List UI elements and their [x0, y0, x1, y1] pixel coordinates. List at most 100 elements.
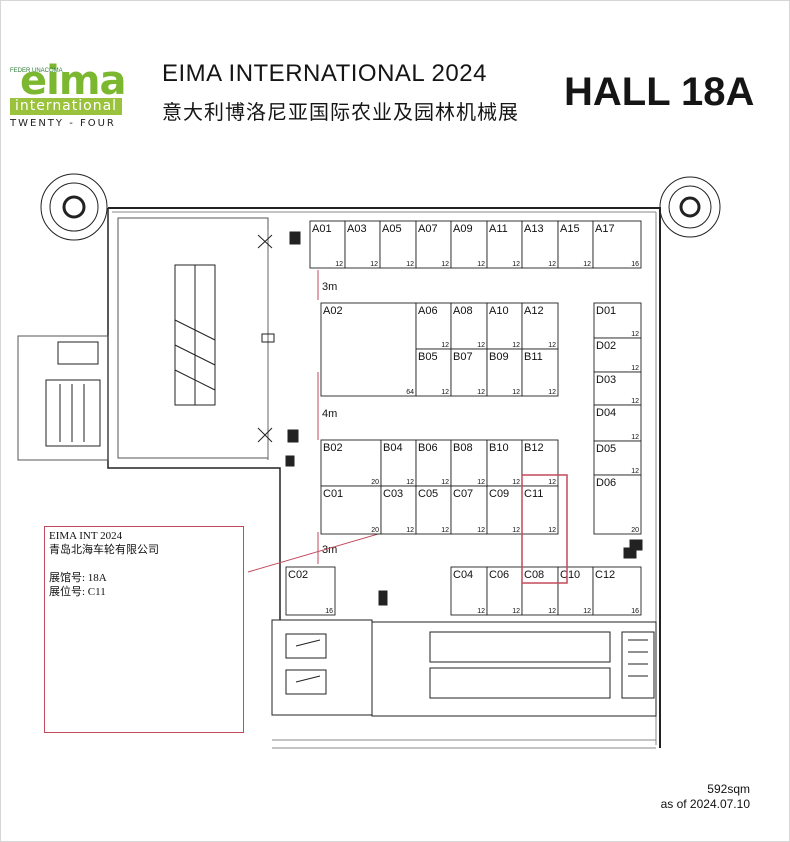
booth-id-label: C03 [383, 488, 403, 500]
booth-outline [592, 566, 642, 616]
booth-outline [320, 485, 382, 535]
booth-area-label: 12 [441, 261, 449, 268]
booth-area-label: 12 [512, 261, 520, 268]
booth-id-label: A06 [418, 305, 438, 317]
booth-area-label: 12 [512, 527, 520, 534]
booth-id-label: B08 [453, 442, 473, 454]
booth-id-label: D02 [596, 340, 616, 352]
booth-id-label: A13 [524, 223, 544, 235]
booth-id-label: B11 [524, 351, 543, 363]
booth-outline [380, 485, 417, 535]
booth-id-label: A10 [489, 305, 509, 317]
hall-area: 592sqm [707, 782, 750, 796]
booth-outline [593, 371, 642, 406]
booth-id-label: A03 [347, 223, 367, 235]
booth-area-label: 12 [477, 479, 485, 486]
booth-outline [320, 439, 382, 487]
booth-outline [380, 439, 417, 487]
booth-area-label: 12 [631, 365, 639, 372]
info-line-1: EIMA INT 2024 [49, 530, 123, 542]
booth-area-label: 12 [335, 261, 343, 268]
info-line-2: 青岛北海车轮有限公司 [49, 544, 159, 556]
booth-outline [593, 337, 642, 373]
booth-id-label: D01 [596, 305, 616, 317]
booth-id-label: C01 [323, 488, 343, 500]
highlight-booth-frame [521, 474, 568, 584]
booth-outline [593, 404, 642, 442]
booth-a06: A06 12 [415, 302, 452, 350]
booth-id-label: D05 [596, 443, 616, 455]
booth-id-label: C05 [418, 488, 438, 500]
booth-id-label: A05 [382, 223, 402, 235]
booth-outline [450, 348, 488, 397]
booth-b10: B10 12 [486, 439, 523, 487]
booth-area-label: 12 [370, 261, 378, 268]
booth-id-label: A09 [453, 223, 473, 235]
booth-id-label: B10 [489, 442, 509, 454]
booth-area-label: 12 [512, 389, 520, 396]
booth-area-label: 12 [548, 342, 556, 349]
booth-outline [450, 566, 488, 616]
eima-logo: FEDER UNACOMA eima international TWENTY … [10, 61, 127, 129]
booth-outline [486, 485, 523, 535]
booth-area-label: 16 [631, 608, 639, 615]
booth-area-label: 12 [583, 608, 591, 615]
booth-id-label: A15 [560, 223, 580, 235]
booth-area-label: 12 [477, 261, 485, 268]
booth-b08: B08 12 [450, 439, 488, 487]
booth-id-label: C12 [595, 569, 615, 581]
booth-b09: B09 12 [486, 348, 523, 397]
booth-d02: D02 12 [593, 337, 642, 373]
booth-outline [593, 440, 642, 476]
booth-outline [557, 220, 594, 269]
as-of-date: as of 2024.07.10 [660, 797, 750, 811]
booth-b11: B11 12 [521, 348, 559, 397]
booth-outline [486, 348, 523, 397]
booth-area-label: 12 [548, 389, 556, 396]
aisle-label: 4m [322, 408, 337, 420]
booth-area-label: 12 [548, 608, 556, 615]
booth-id-label: B09 [489, 351, 509, 363]
booth-outline [320, 302, 417, 397]
booth-outline [593, 474, 642, 535]
booth-c10: C10 12 [557, 566, 594, 616]
booth-area-label: 12 [548, 479, 556, 486]
booth-a09: A09 12 [450, 220, 488, 269]
booth-area-label: 12 [512, 479, 520, 486]
booth-outline [521, 302, 559, 350]
booth-outline [592, 220, 642, 269]
booth-id-label: C11 [524, 488, 543, 500]
booth-area-label: 12 [583, 261, 591, 268]
booth-area-label: 12 [441, 389, 449, 396]
booth-outline [486, 566, 523, 616]
booth-b02: B02 20 [320, 439, 382, 487]
booth-id-label: C10 [560, 569, 580, 581]
booth-area-label: 20 [371, 479, 379, 486]
booth-id-label: C07 [453, 488, 473, 500]
booth-outline [486, 302, 523, 350]
booth-area-label: 12 [441, 527, 449, 534]
booth-id-label: B05 [418, 351, 438, 363]
booth-area-label: 12 [441, 342, 449, 349]
booth-a07: A07 12 [415, 220, 452, 269]
booth-id-label: A07 [418, 223, 438, 235]
booth-id-label: B02 [323, 442, 343, 454]
booth-outline [344, 220, 381, 269]
booth-outline [450, 439, 488, 487]
booth-outline [486, 220, 523, 269]
